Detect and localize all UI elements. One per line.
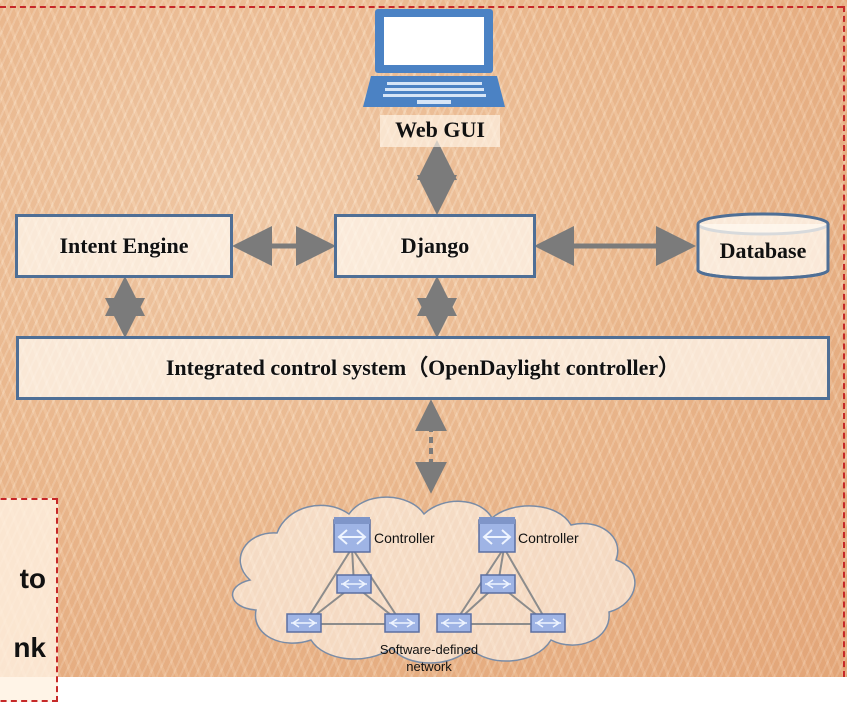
laptop-drawing [363,9,505,107]
intent-engine-box: Intent Engine [15,214,233,278]
network-cloud [231,496,636,664]
database-label: Database [719,238,807,263]
right-dashed-border [843,6,845,677]
database-shape [696,212,830,280]
controller-node-left [333,517,371,553]
controller-label-right: Controller [518,530,579,546]
controller-label-left: Controller [374,530,435,546]
switch-node-4 [384,613,420,633]
switch-node-6 [530,613,566,633]
network-label-line-1: Software-defined [380,642,478,657]
controller-node-right [478,517,516,553]
connections-layer: Controller Controller Software-defined n… [105,140,696,674]
switch-node-5 [436,613,472,633]
database-cylinder-icon: Database [694,212,832,286]
switch-node-2 [480,574,516,594]
switch-node-3 [286,613,322,633]
integrated-control-system-box: Integrated control system（OpenDaylight c… [16,336,830,400]
web-gui-label: Web GUI [380,115,500,147]
callout-line-1: to [19,563,46,594]
top-dashed-border [0,6,843,10]
laptop-icon [363,5,505,108]
django-box: Django [334,214,536,278]
left-callout-box: to nk [0,498,58,702]
switch-node-1 [336,574,372,594]
callout-line-2: nk [13,632,46,663]
network-label-line-2: network [406,659,452,674]
